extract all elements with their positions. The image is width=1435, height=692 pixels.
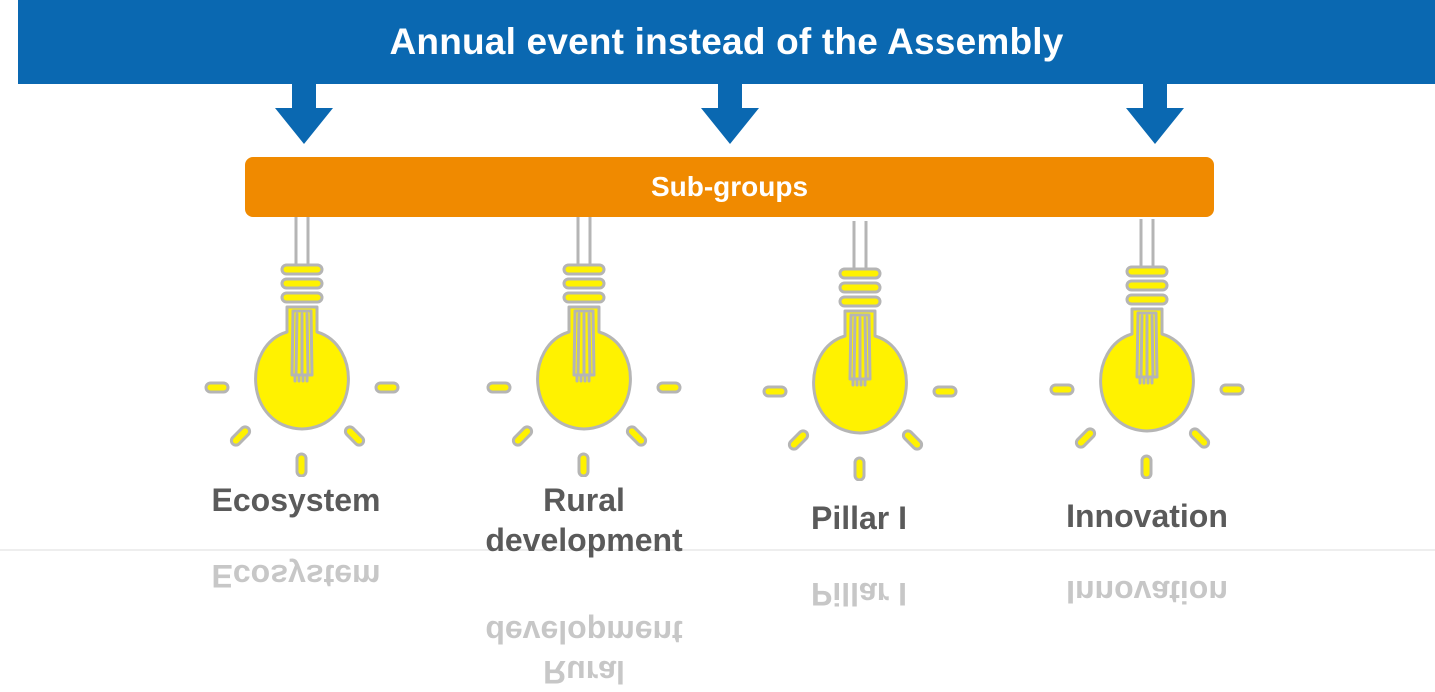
label-reflection: Ecosystem (211, 558, 381, 594)
banner-title: Annual event instead of the Assembly (389, 21, 1064, 62)
label-reflection: Pillar I (810, 576, 908, 612)
lightbulb-icon (486, 217, 682, 477)
arrow-down-icon (701, 84, 759, 144)
label-reflection: Innovation (1066, 574, 1228, 610)
subgroups-label: Sub-groups (650, 171, 809, 202)
bulb-label-innovation: Innovation (1066, 498, 1228, 534)
floor-line (0, 549, 1435, 551)
top-banner: Annual event instead of the Assembly (18, 0, 1435, 84)
bulb-label-rural-development: Rural development (485, 482, 683, 558)
label-reflection: Rural development (485, 614, 683, 690)
arrow-down-icon (1126, 84, 1184, 144)
subgroups-bar: Sub-groups (245, 157, 1214, 217)
bulb-label-ecosystem: Ecosystem (211, 482, 381, 518)
arrow-down-icon (275, 84, 333, 144)
lightbulb-icon (762, 221, 958, 481)
bulb-label-pillar-i: Pillar I (810, 500, 908, 536)
lightbulb-icon (204, 217, 400, 477)
lightbulb-icon (1049, 219, 1245, 479)
